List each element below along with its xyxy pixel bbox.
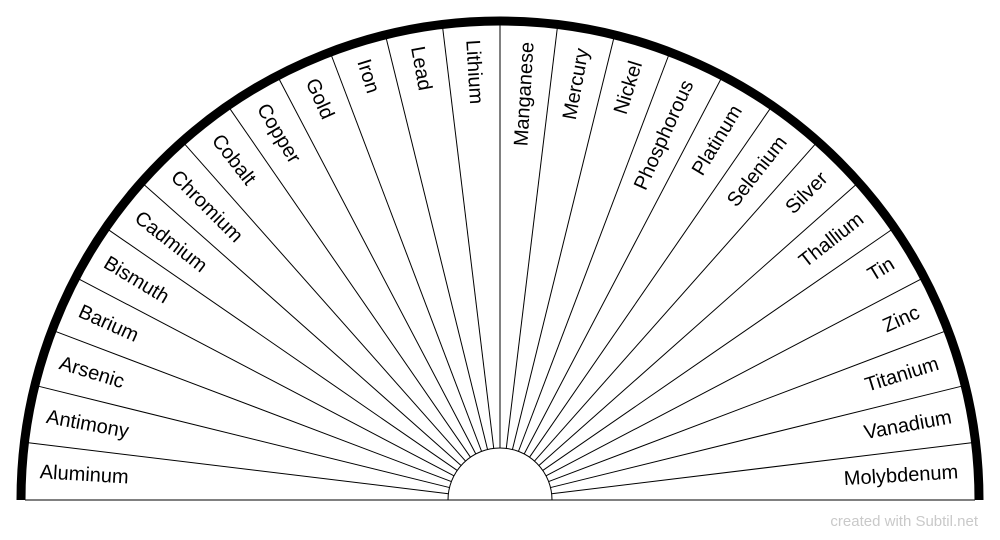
segment-label: Arsenic (57, 352, 127, 393)
segment-divider (505, 28, 558, 449)
segment-label: Zinc (880, 302, 923, 338)
segment-divider (385, 38, 489, 450)
segment-label: Mercury (559, 47, 594, 122)
segment-divider (511, 38, 615, 450)
segment-divider (542, 229, 892, 471)
segment-divider (550, 385, 962, 489)
segment-label: Bismuth (100, 252, 173, 308)
segment-label: Nickel (610, 59, 647, 118)
segment-divider (534, 144, 816, 462)
segment-divider (331, 55, 483, 452)
segment-divider (144, 184, 462, 466)
segment-label: Antimony (45, 406, 131, 443)
segment-divider (529, 108, 771, 458)
segment-label: Silver (781, 167, 832, 218)
segment-divider (28, 442, 449, 495)
outer-arc (16, 16, 984, 501)
segment-divider (55, 331, 452, 483)
segment-label: Selenium (723, 132, 792, 211)
segment-label: Iron (352, 57, 383, 96)
segment-label: Barium (75, 301, 142, 347)
segment-divider (517, 55, 669, 452)
segment-divider (38, 385, 450, 489)
segment-divider (278, 79, 477, 455)
segment-divider (538, 184, 856, 466)
segment-label: Cadmium (130, 207, 211, 277)
segment-divider (551, 442, 972, 495)
segment-label: Platinum (688, 102, 747, 180)
segment-divider (545, 278, 921, 477)
segment-label: Copper (252, 100, 305, 168)
segment-label: Lithium (461, 39, 487, 105)
segment-label: Vanadium (862, 406, 953, 444)
segment-label: Tin (864, 253, 899, 286)
segment-label: Gold (301, 75, 338, 123)
segment-label: Phosphorous (630, 77, 698, 194)
inner-arc (447, 447, 553, 501)
segment-label: Thallium (795, 208, 868, 272)
segment-label: Lead (406, 45, 436, 93)
segment-label: Molybdenum (843, 461, 959, 490)
segment-label: Cobalt (207, 130, 260, 189)
segment-label: Aluminum (39, 461, 129, 488)
segment-divider (523, 79, 722, 455)
segment-divider (229, 108, 471, 458)
segment-divider (79, 278, 455, 477)
segment-divider (184, 144, 466, 462)
segment-divider (548, 331, 945, 483)
segment-divider (108, 229, 458, 471)
credit-text: created with Subtil.net (830, 513, 978, 530)
segment-label: Manganese (510, 41, 538, 147)
segment-labels: Aluminum Antimony Arsenic BariumBismuthCadm… (39, 39, 959, 490)
segment-divider (442, 28, 495, 449)
segment-label: Titanium (862, 353, 941, 397)
segment-dividers (25, 25, 975, 501)
